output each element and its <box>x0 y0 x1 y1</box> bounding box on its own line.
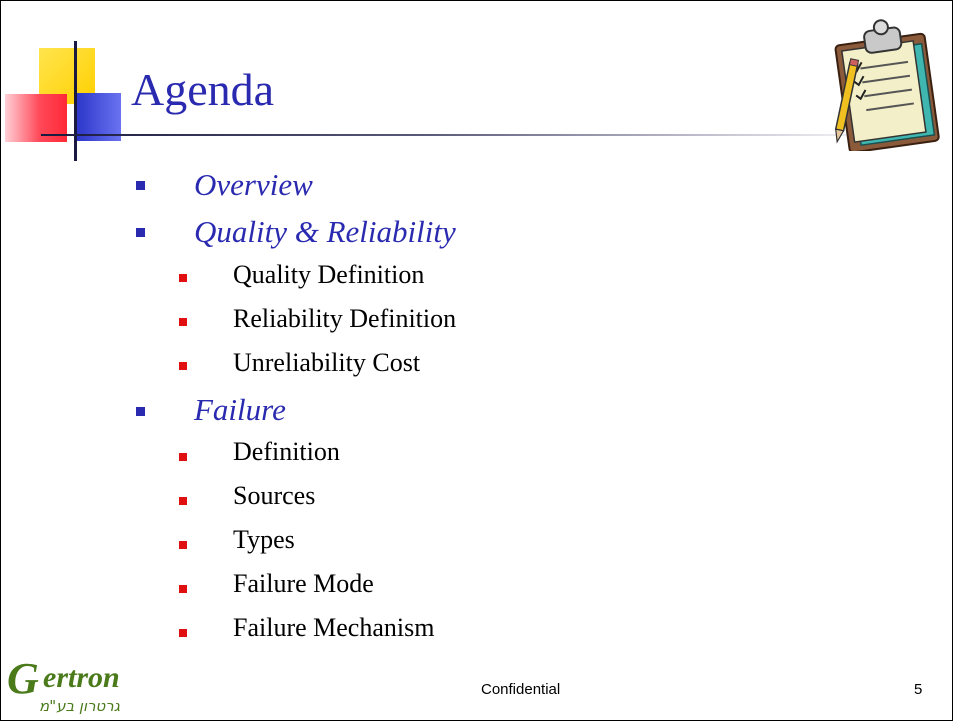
bullet-level1 <box>136 181 145 190</box>
list-item: Unreliability Cost <box>233 348 421 377</box>
svg-text:ertron: ertron <box>43 661 120 694</box>
list-item: Types <box>233 525 295 554</box>
list-item: Sources <box>233 481 316 510</box>
svg-text:גרטרון בע"מ: גרטרון בע"מ <box>39 697 120 715</box>
list-item: Overview <box>194 167 313 202</box>
list-item: Failure Mechanism <box>233 613 435 642</box>
list-item: Failure Mode <box>233 569 374 598</box>
slide-title: Agenda <box>131 64 275 115</box>
bullet-level2 <box>179 497 187 505</box>
list-item: Definition <box>233 437 340 466</box>
decor-vertical-line <box>74 41 77 161</box>
list-item: Quality & Reliability <box>194 214 456 249</box>
title-underline <box>41 134 901 136</box>
bullet-level2 <box>179 318 187 326</box>
bullet-level2 <box>179 453 187 461</box>
clipboard-checklist-icon <box>834 19 940 151</box>
bullet-level2 <box>179 541 187 549</box>
bullet-level2 <box>179 585 187 593</box>
footer-confidential: Confidential <box>481 681 561 698</box>
svg-text:G: G <box>7 654 39 703</box>
bullet-level2 <box>179 362 187 370</box>
gertron-logo: G ertron גרטרון בע"מ <box>7 654 120 715</box>
bullet-level2 <box>179 274 187 282</box>
list-item: Failure <box>194 392 286 427</box>
page-number: 5 <box>914 681 923 698</box>
bullet-level1 <box>136 407 145 416</box>
bullet-level2 <box>179 629 187 637</box>
list-item: Quality Definition <box>233 260 425 289</box>
decor-blue-square <box>75 93 121 141</box>
list-item: Reliability Definition <box>233 304 457 333</box>
bullet-level1 <box>136 228 145 237</box>
